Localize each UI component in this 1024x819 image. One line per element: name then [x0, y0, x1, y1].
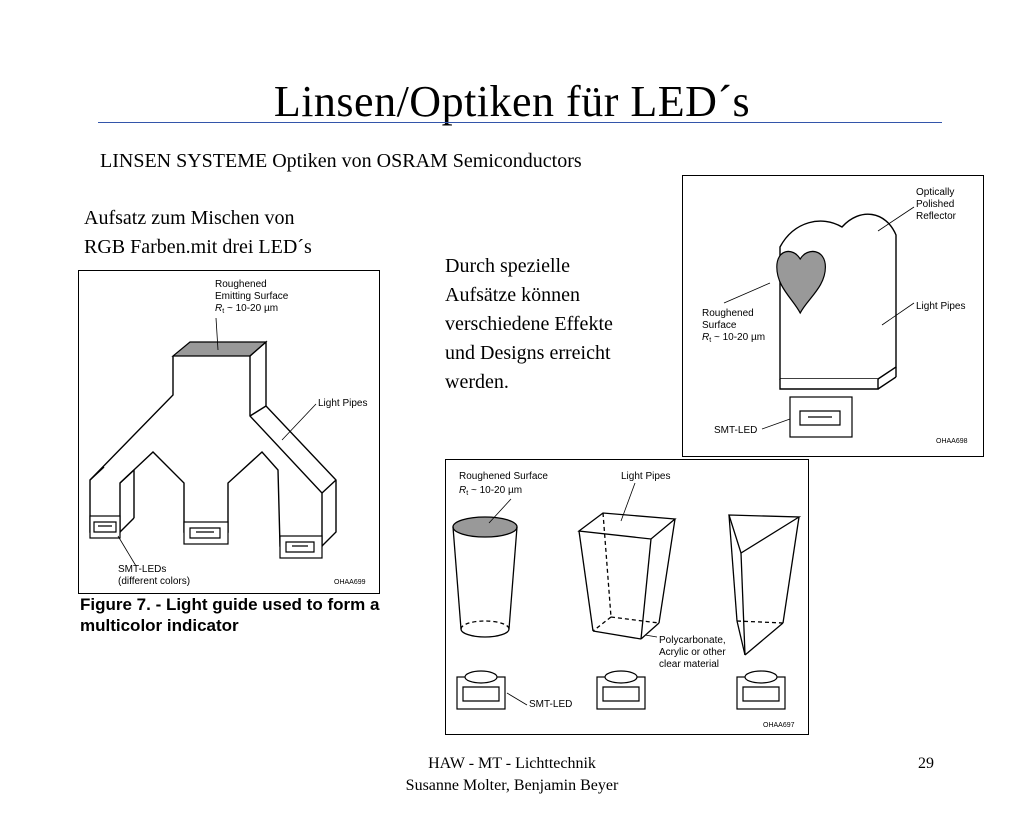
label-surface: Surface [702, 320, 737, 331]
figure-code: OHAA697 [763, 722, 795, 729]
label-polished: Polished [916, 199, 954, 210]
label-roughened: Roughened [215, 279, 267, 290]
label-roughened-surface: Roughened Surface [459, 471, 548, 482]
slide-title: Linsen/Optiken für LED´s [273, 77, 751, 126]
smt-led-icon [456, 670, 506, 710]
middle-description-line: Aufsätze können [445, 284, 580, 306]
label-emitting-surface: Emitting Surface [215, 291, 289, 302]
label-different-colors: (different colors) [118, 576, 190, 587]
figure-code: OHAA699 [334, 579, 366, 586]
middle-description: Durch spezielle Aufsätze können verschie… [445, 252, 613, 397]
slide-subtitle: LINSEN SYSTEME Optiken von OSRAM Semicon… [100, 150, 582, 172]
middle-description-line: werden. [445, 371, 509, 393]
label-roughness: Rt ~ 10-20 µm [459, 485, 522, 497]
label-roughened: Roughened [702, 308, 754, 319]
figure-7-caption-line: Figure 7. - Light guide used to form a [80, 595, 380, 614]
smt-led-icon [89, 515, 121, 539]
label-smt-led: SMT-LED [714, 425, 757, 436]
smt-led-icon [183, 521, 229, 545]
page-number: 29 [918, 755, 934, 772]
label-clear-material: clear material [659, 659, 719, 670]
footer: HAW - MT - Lichttechnik Susanne Molter, … [0, 753, 1024, 797]
smt-led-icon [736, 670, 786, 710]
middle-description-line: und Designs erreicht [445, 342, 611, 364]
light-pipe-shapes-figure: Roughened Surface Rt ~ 10-20 µm Light Pi… [445, 459, 809, 735]
smt-led-icon [789, 396, 853, 438]
left-description-line: Aufsatz zum Mischen von [84, 207, 295, 229]
left-description-line: RGB Farben.mit drei LED´s [84, 236, 312, 258]
figure-frame [78, 270, 380, 594]
heart-icon [776, 250, 826, 315]
square-light-pipe [577, 512, 677, 640]
heart-light-pipe-figure: Optically Polished Reflector Light Pipes… [682, 175, 984, 457]
label-optically: Optically [916, 187, 954, 198]
label-light-pipes: Light Pipes [318, 398, 367, 409]
cone-light-pipe [452, 516, 518, 638]
left-description: Aufsatz zum Mischen von RGB Farben.mit d… [84, 204, 312, 262]
middle-description-line: verschiedene Effekte [445, 313, 613, 335]
figure-code: OHAA698 [936, 438, 968, 445]
figure-7-caption-line: multicolor indicator [80, 616, 239, 635]
footer-authors: Susanne Molter, Benjamin Beyer [405, 777, 619, 794]
label-light-pipes: Light Pipes [916, 301, 965, 312]
label-reflector: Reflector [916, 211, 957, 222]
label-polycarbonate: Polycarbonate, [659, 635, 726, 646]
label-light-pipes: Light Pipes [621, 471, 670, 482]
label-roughness: Rt ~ 10-20 µm [215, 303, 278, 315]
footer-course: HAW - MT - Lichttechnik [428, 755, 596, 772]
triangular-light-pipe [728, 514, 802, 656]
middle-description-line: Durch spezielle [445, 255, 570, 277]
smt-led-icon [596, 670, 646, 710]
title-divider [98, 122, 942, 123]
label-acrylic: Acrylic or other [659, 647, 726, 658]
light-guide-figure: Roughened Emitting Surface Rt ~ 10-20 µm… [78, 270, 380, 594]
label-smt-led: SMT-LED [529, 699, 572, 710]
label-smt-leds: SMT-LEDs [118, 564, 166, 575]
figure-7-caption: Figure 7. - Light guide used to form a m… [80, 594, 420, 636]
label-roughness: Rt ~ 10-20 µm [702, 332, 765, 344]
smt-led-icon [279, 535, 323, 559]
